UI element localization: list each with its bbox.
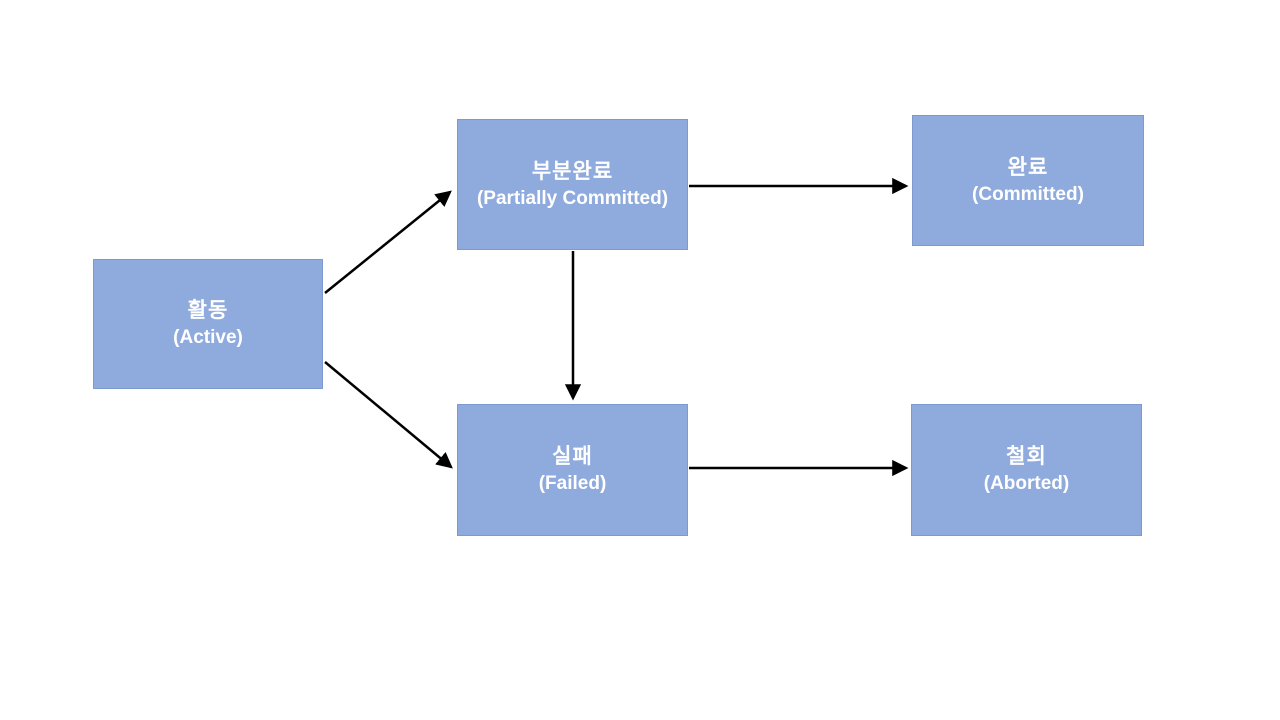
node-partially-committed-label-en: (Partially Committed): [476, 187, 669, 209]
node-active-label-en: (Active): [173, 327, 243, 349]
node-failed: 실패 (Failed): [457, 404, 688, 536]
node-partially-committed-label-ko: 부분완료: [531, 159, 614, 183]
node-failed-label-en: (Failed): [538, 473, 607, 495]
arrow-active-to-partially-committed: [324, 190, 452, 294]
node-aborted: 철회 (Aborted): [911, 404, 1142, 536]
node-aborted-label-ko: 철회: [1006, 445, 1047, 468]
node-partially-committed: 부분완료 (Partially Committed): [457, 119, 688, 250]
node-committed-label-en: (Committed): [972, 183, 1084, 205]
arrow-active-to-failed: [324, 361, 453, 469]
node-active: 활동 (Active): [93, 259, 323, 389]
node-committed-label-ko: 완료: [1007, 155, 1049, 179]
node-active-label-ko: 활동: [187, 299, 229, 322]
node-failed-label-ko: 실패: [552, 445, 593, 468]
node-committed: 완료 (Committed): [912, 115, 1144, 246]
node-aborted-label-en: (Aborted): [983, 473, 1070, 495]
